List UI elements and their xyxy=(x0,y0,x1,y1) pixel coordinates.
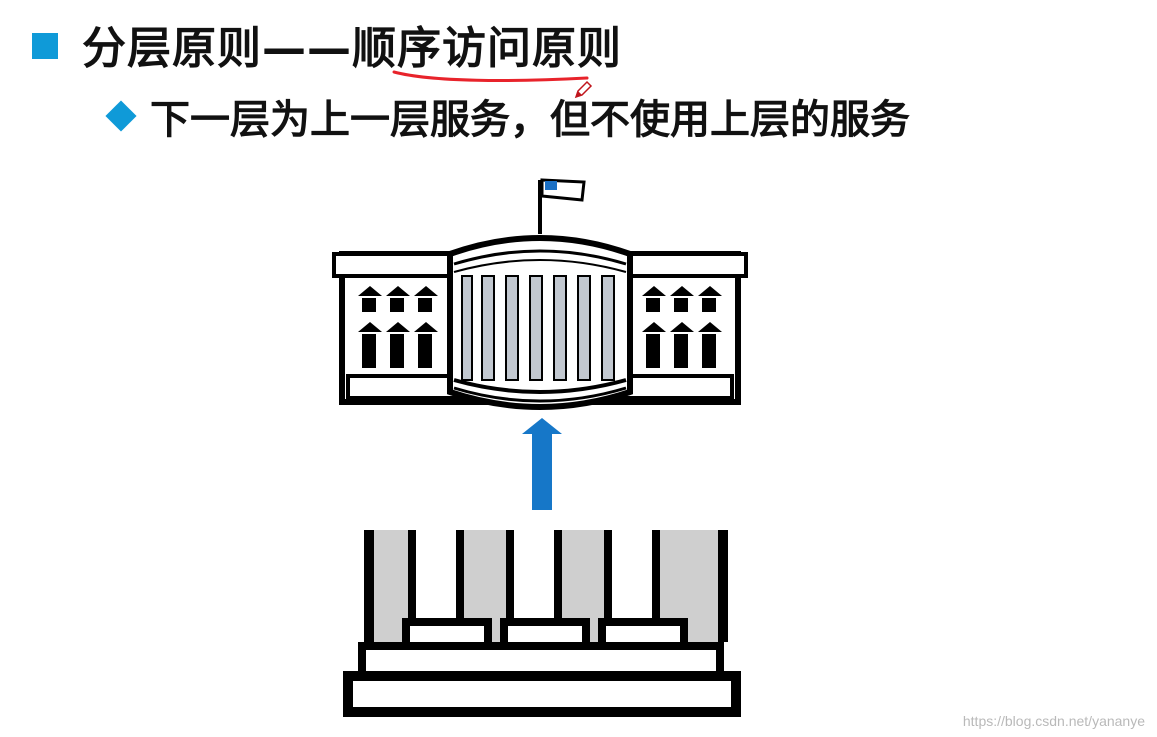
watermark: https://blog.csdn.net/yananye xyxy=(962,713,1145,729)
up-arrow-icon xyxy=(522,418,562,510)
title-row: 分层原则——顺序访问原则 xyxy=(32,14,622,74)
subtitle-row: 下一层为上一层服务，但不使用上层的服务 xyxy=(104,86,910,146)
foundation-columns-icon xyxy=(343,530,741,717)
red-underline-annotation xyxy=(392,70,589,82)
square-bullet-icon xyxy=(32,33,58,59)
diamond-bullet-icon xyxy=(105,100,137,132)
white-house-building-icon xyxy=(332,178,748,410)
pen-cursor-icon xyxy=(574,80,593,99)
slide-subtitle: 下一层为上一层服务，但不使用上层的服务 xyxy=(150,97,910,143)
slide-title: 分层原则——顺序访问原则 xyxy=(82,23,622,74)
